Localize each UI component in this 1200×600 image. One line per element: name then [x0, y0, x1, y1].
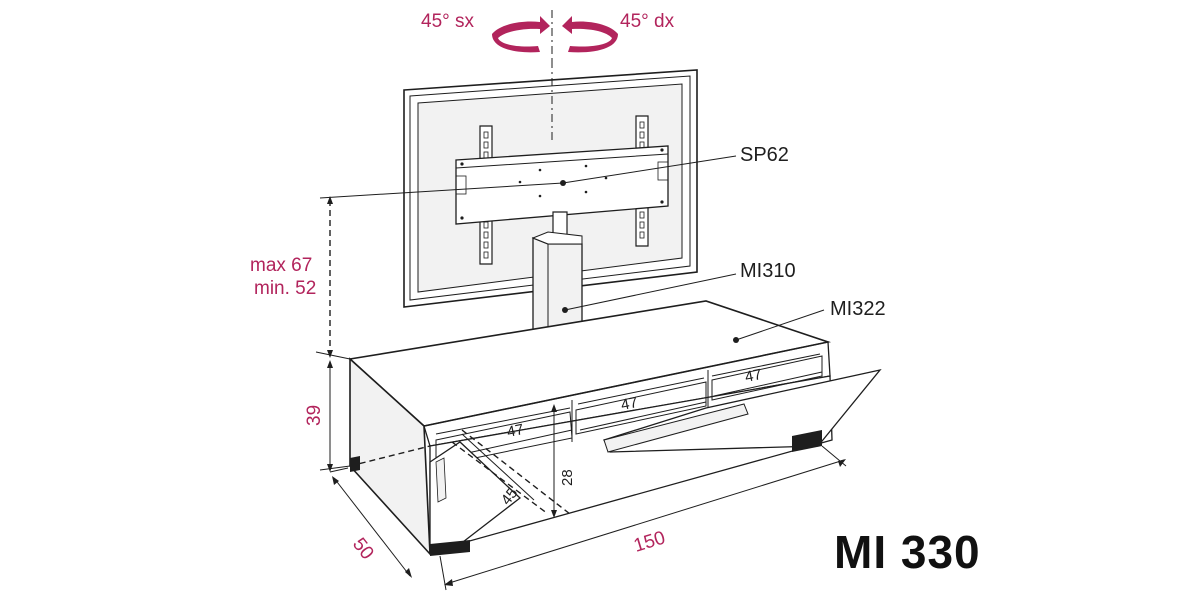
part-label-mi322: MI322: [830, 298, 886, 320]
compartment-width-label-3: 47: [744, 366, 764, 386]
height-min-label: min. 52: [254, 278, 316, 299]
part-leaders: [562, 155, 825, 343]
rotate-left-arrow-icon: [492, 16, 550, 53]
cabinet-height-label: 39: [304, 405, 325, 426]
part-label-sp62: SP62: [740, 144, 789, 166]
rotation-left-label: 45° sx: [421, 11, 475, 32]
outer-dimensions: [315, 182, 847, 591]
mi322-cabinet: [348, 300, 882, 557]
model-title: MI 330: [834, 526, 981, 578]
part-label-mi310: MI310: [740, 260, 796, 282]
inner-dimensions: [435, 353, 821, 518]
width-label: 150: [631, 527, 667, 556]
sp62-bracket: [455, 115, 669, 265]
compartment-width-label-1: 47: [506, 421, 526, 441]
compartment-depth-label: 45: [498, 485, 522, 509]
rotation-right-label: 45° dx: [620, 11, 675, 32]
rotation-indicator: 45° sx 45° dx: [421, 10, 675, 60]
height-max-label: max 67: [250, 255, 312, 276]
rotate-right-arrow-icon: [562, 16, 618, 53]
compartment-height-label: 28: [559, 469, 576, 486]
depth-label: 50: [348, 534, 378, 564]
compartment-width-label-2: 47: [620, 394, 640, 414]
